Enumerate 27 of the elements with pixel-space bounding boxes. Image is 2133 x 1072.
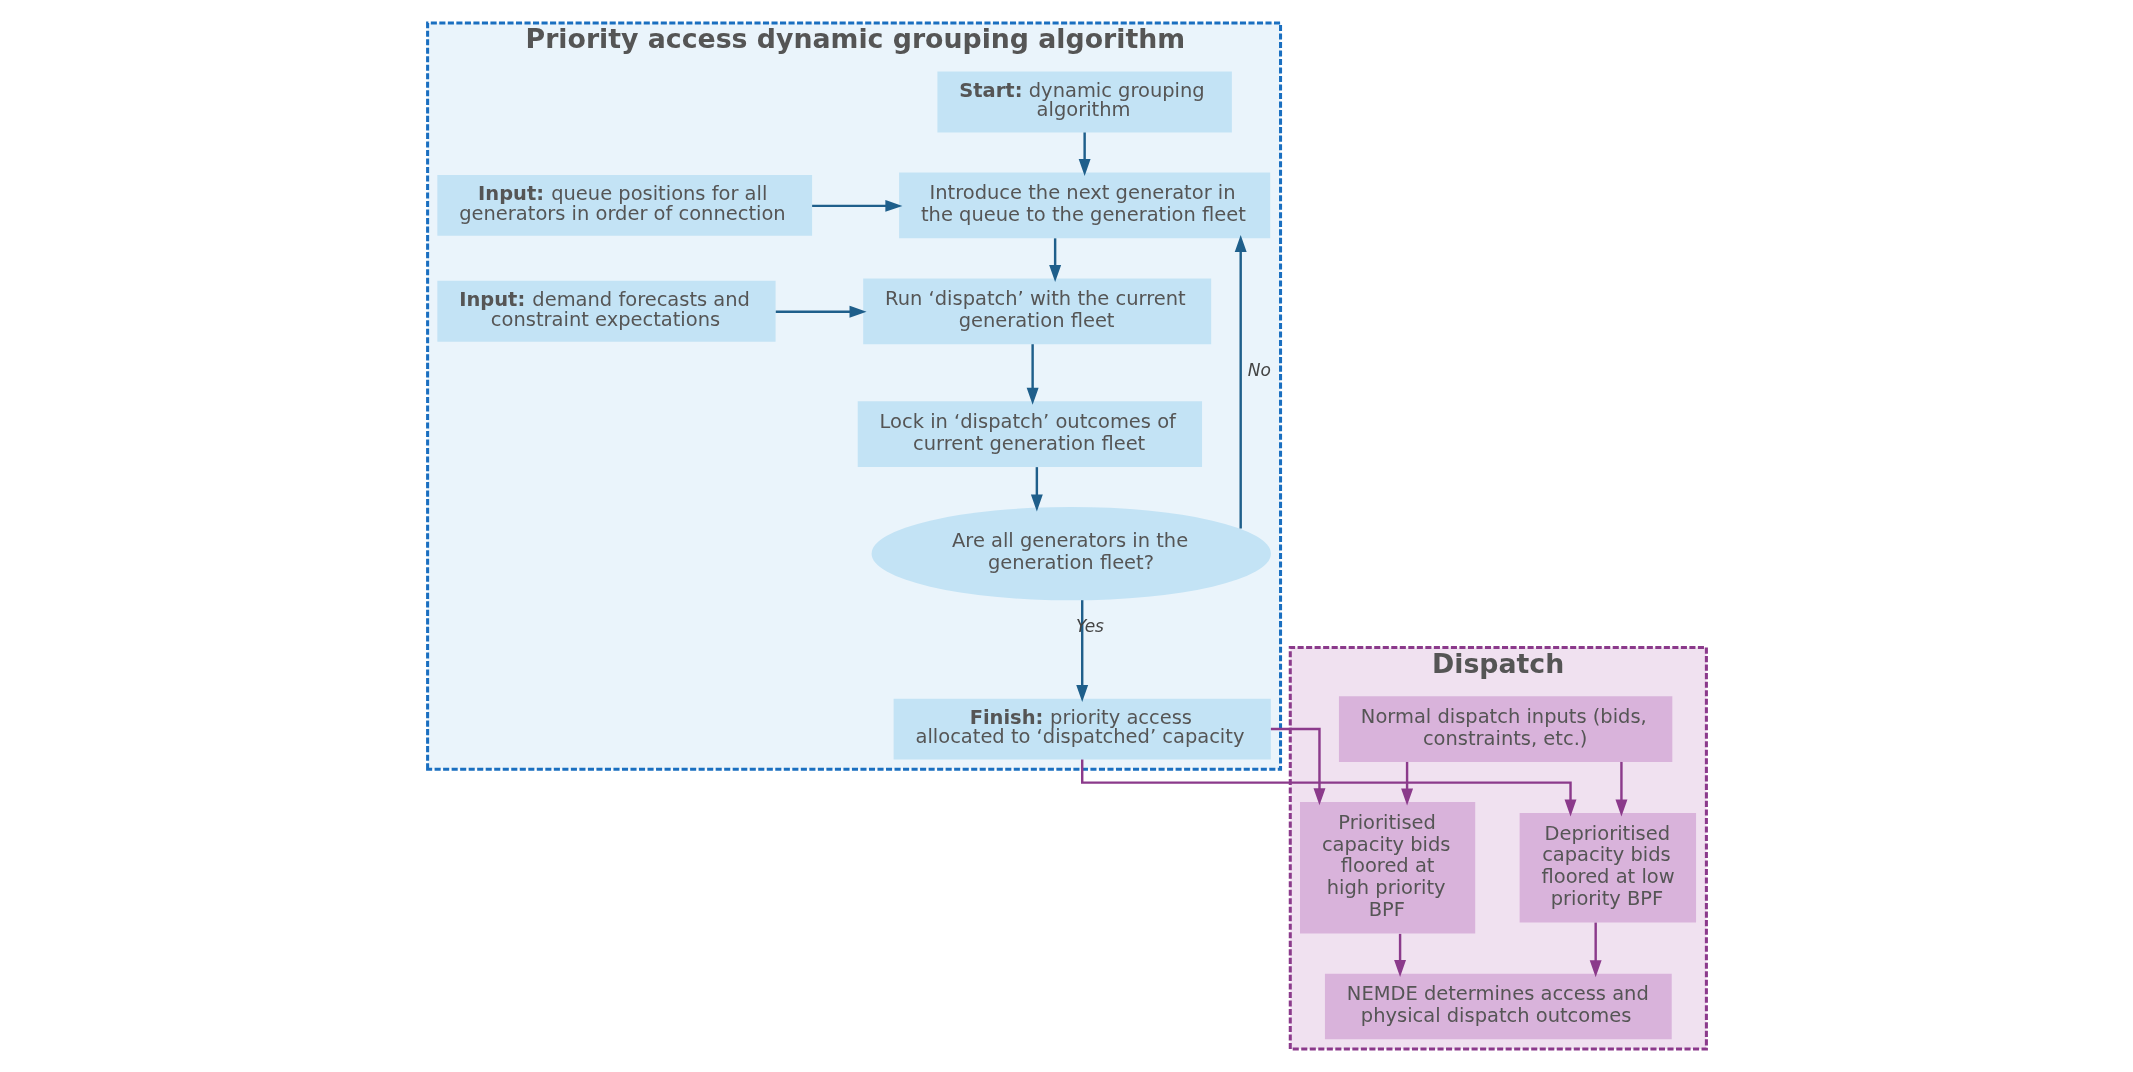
arrow [1400, 761, 1413, 806]
arrow [1048, 238, 1061, 283]
node-ellipse: Are all generators in the generation fleet? [871, 506, 1271, 601]
node-box: Run ‘dispatch’ with the current generation fleet [862, 278, 1211, 345]
arrow [1614, 761, 1627, 817]
arrow [1030, 467, 1043, 512]
node-box: Finish: priority access allocated to ‘dispatched’ capacity [893, 698, 1271, 760]
arrow [775, 305, 867, 318]
node-box: Prioritised capacity bids floored at high priority BPF [1299, 802, 1475, 934]
node-box: NEMDE determines access and physical dispatch outcomes [1324, 973, 1672, 1040]
node-box: Normal dispatch inputs (bids, constraints, etc.) [1338, 696, 1672, 762]
arrow [1393, 933, 1406, 977]
arrow [1080, 759, 1576, 817]
arrow [1234, 235, 1247, 529]
arrow [1026, 344, 1039, 405]
node-box: Lock in ‘dispatch’ outcomes of current generation fleet [857, 401, 1202, 468]
node-box: Input: demand forecasts and constraint expectations [436, 280, 776, 342]
node-box: Deprioritised capacity bids floored at low priority BPF [1519, 813, 1696, 923]
node-box: Introduce the next generator in the queue to the generation fleet [898, 172, 1270, 239]
arrow [1078, 132, 1091, 176]
edge-label: No [1247, 360, 1271, 381]
arrow [1270, 727, 1325, 806]
arrow [1075, 600, 1088, 703]
arrow [1589, 922, 1602, 978]
node-box: Input: queue positions for all generators in order of connection [436, 175, 812, 236]
node-box: Start: dynamic grouping algorithm [936, 71, 1232, 133]
arrow [811, 199, 902, 212]
